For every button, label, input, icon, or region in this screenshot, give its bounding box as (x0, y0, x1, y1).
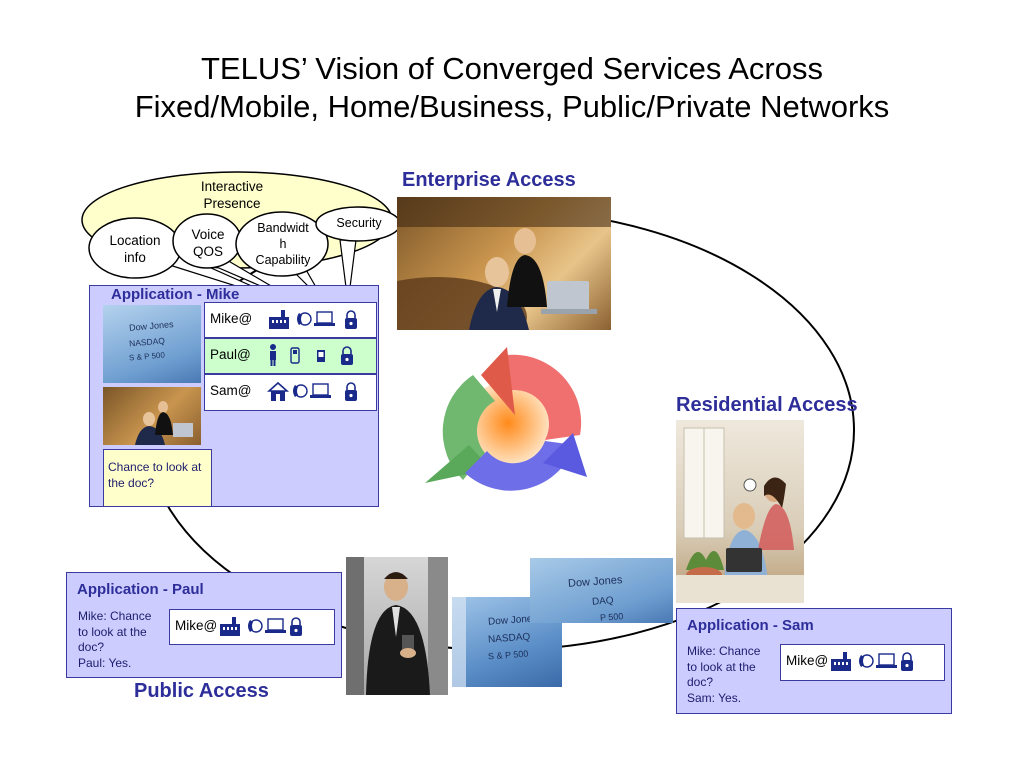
phone-icon (859, 654, 874, 668)
phone-icon (297, 312, 312, 326)
screen-photo-b-text-3: P 500 (599, 611, 624, 623)
public-photo-scene (346, 557, 448, 695)
public-access-label: Public Access (134, 680, 269, 702)
app-paul-presence-name: Mike@ (175, 618, 218, 633)
app-mike-note: Chance to look at the doc? (103, 449, 212, 507)
title-line-2: Fixed/Mobile, Home/Business, Public/Priv… (134, 89, 890, 124)
presence-row-mike-name: Mike@ (210, 311, 253, 326)
app-sam-messages: Mike: Chance to look at the doc? Sam: Ye… (687, 644, 761, 705)
screen-photo-b: Dow Jones DAQ P 500 (530, 558, 673, 623)
voice-bubble-label: Voice QOS (191, 227, 225, 259)
bandwidth-bubble-label: Bandwidt h Capability (255, 221, 311, 267)
laptop-icon (265, 618, 286, 633)
presence-bubble-label: Interactive Presence (200, 179, 264, 211)
residential-access-label: Residential Access (676, 394, 858, 416)
app-paul-presence-row[interactable]: Mike@ (169, 609, 335, 645)
presence-row-paul-name: Paul@ (210, 347, 251, 362)
pda-icon (317, 350, 325, 362)
app-sam-title: Application - Sam (687, 617, 814, 634)
app-paul-presence-icons (220, 617, 302, 636)
enterprise-photo (397, 197, 611, 330)
presence-row-sam-icons (267, 381, 357, 401)
cycle-arrow-red (507, 354, 582, 440)
location-bubble-label: Location info (109, 233, 161, 265)
app-mike-ticker-text-1: Dow Jones (128, 319, 174, 333)
presence-row-paul-icons (270, 344, 353, 366)
app-sam-presence-name: Mike@ (786, 653, 829, 668)
office-building-icon (269, 310, 289, 329)
enterprise-access-label: Enterprise Access (402, 169, 576, 191)
bandwidth-bubble (235, 211, 329, 277)
cycle-arrow-green (442, 375, 495, 480)
screen-photo-a-text-3: S & P 500 (487, 648, 529, 662)
screen-photo-b-text-1: Dow Jones (567, 574, 623, 590)
residential-photo (676, 420, 804, 603)
enterprise-photo-scene (397, 197, 611, 330)
app-mike-office-photo (103, 387, 201, 445)
cycle-arrow-blue (465, 441, 575, 491)
office-building-icon (220, 617, 240, 636)
mobile-phone-icon (290, 347, 300, 364)
lock-icon (345, 310, 357, 329)
laptop-icon (310, 383, 331, 398)
lock-icon (901, 652, 913, 671)
app-mike-ticker-photo: Dow Jones NASDAQ S & P 500 (103, 305, 201, 383)
presence-row-paul[interactable]: Paul@ (204, 338, 377, 374)
presence-row-sam-name: Sam@ (210, 383, 252, 398)
lock-icon (290, 617, 302, 636)
screen-photo-a-strip (452, 597, 466, 687)
app-sam-presence-icons (831, 652, 913, 671)
app-mike-ticker-text-3: S & P 500 (128, 350, 166, 363)
screen-photo-a-text-2: NASDAQ (487, 631, 531, 646)
security-bubble-label: Security (336, 216, 382, 230)
presence-row-mike[interactable]: Mike@ (204, 302, 377, 338)
cycle-arrow-green-head (425, 445, 491, 483)
office-building-icon (831, 652, 851, 671)
app-paul-messages: Mike: Chance to look at the doc? Paul: Y… (78, 609, 152, 670)
app-sam-presence-row[interactable]: Mike@ (780, 644, 945, 681)
phone-icon (293, 384, 308, 398)
laptop-icon (876, 653, 897, 668)
cycle-arrow-blue-head (543, 433, 587, 477)
app-paul-title: Application - Paul (77, 581, 204, 598)
app-mike-title: Application - Mike (111, 286, 240, 303)
app-mike-ticker-text-2: NASDAQ (128, 335, 166, 349)
app-mike-note-text: Chance to look at the doc? (108, 460, 202, 490)
convergence-cycle-graphic (425, 347, 587, 491)
presence-row-sam[interactable]: Sam@ (204, 374, 377, 411)
cycle-arrow-red-head (481, 347, 515, 415)
title-line-1: TELUS’ Vision of Converged Services Acro… (201, 51, 823, 86)
residential-photo-scene (676, 427, 804, 603)
lock-icon (341, 346, 353, 365)
person-icon (270, 344, 276, 366)
app-mike-office-scene (135, 401, 193, 445)
laptop-icon (314, 311, 335, 326)
page-title: TELUS’ Vision of Converged Services Acro… (0, 50, 1024, 126)
presence-row-mike-icons (269, 310, 357, 329)
public-photo (346, 557, 448, 695)
screen-photo-b-text-2: DAQ (591, 595, 615, 608)
house-icon (267, 381, 290, 401)
lock-icon (345, 382, 357, 401)
phone-icon (248, 619, 263, 633)
